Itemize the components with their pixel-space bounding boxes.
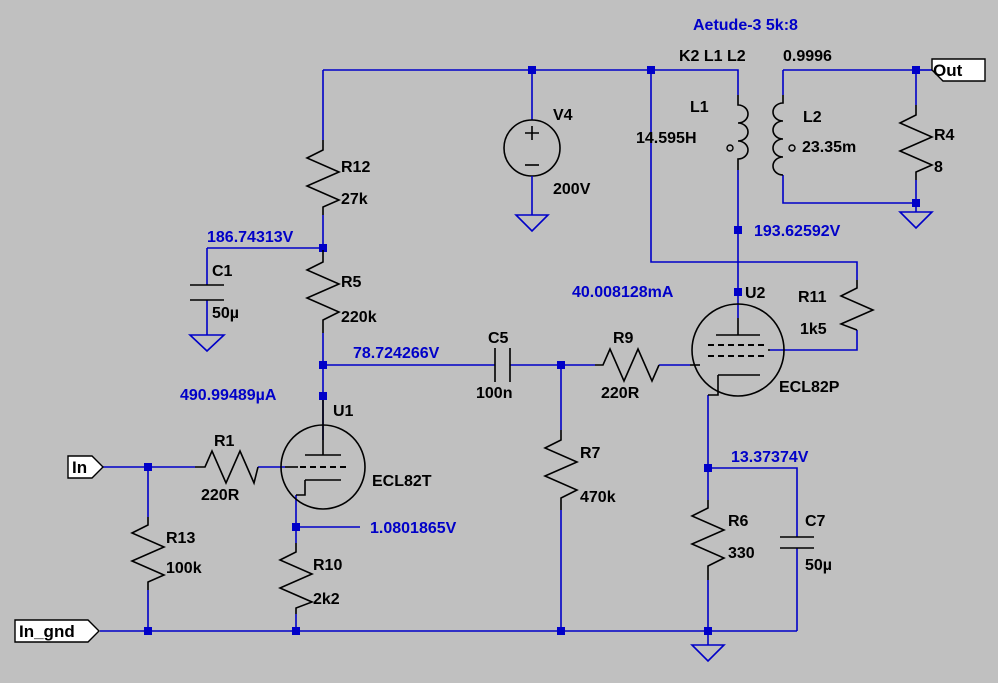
resistor-r5[interactable] <box>305 250 341 333</box>
r9-name: R9 <box>613 330 634 347</box>
r13-name: R13 <box>166 530 195 547</box>
resistor-r11[interactable] <box>838 280 875 331</box>
r1-value: 220R <box>201 487 240 504</box>
r4-value: 8 <box>934 159 943 176</box>
c7-value: 50µ <box>805 557 832 574</box>
port-in-gnd-label: In_gnd <box>19 622 75 641</box>
resistor-r4[interactable] <box>898 105 934 180</box>
r12-name: R12 <box>341 159 370 176</box>
resistor-r7[interactable] <box>543 430 579 510</box>
resistor-r9[interactable] <box>595 347 660 383</box>
resistor-r12[interactable] <box>305 140 341 215</box>
schematic-title: Aetude-3 5k:8 <box>693 17 798 34</box>
coupling-label: K2 L1 L2 <box>679 48 746 65</box>
r1-name: R1 <box>214 433 235 450</box>
ground-icon <box>187 211 934 663</box>
port-out[interactable]: Out <box>931 58 986 82</box>
capacitor-c7[interactable] <box>780 536 814 549</box>
voltage-source-v4[interactable] <box>503 119 561 215</box>
probe-cathode-u1: 1.0801865V <box>370 520 457 537</box>
resistor-r1[interactable] <box>195 449 259 486</box>
l1-value: 14.595H <box>636 130 697 147</box>
r7-name: R7 <box>580 445 601 462</box>
u1-value: ECL82T <box>372 473 432 490</box>
tube-u1[interactable] <box>280 400 366 510</box>
probe-i-u2: 40.008128mA <box>572 284 674 301</box>
r4-name: R4 <box>934 127 955 144</box>
v4-name: V4 <box>553 107 573 124</box>
l2-value: 23.35m <box>802 139 856 156</box>
inductor-l2[interactable] <box>772 95 796 176</box>
resistor-r10[interactable] <box>278 543 315 614</box>
l1-name: L1 <box>690 99 709 116</box>
resistor-r6[interactable] <box>690 500 726 580</box>
port-out-label: Out <box>933 61 963 80</box>
port-in[interactable]: In <box>67 455 104 479</box>
r6-name: R6 <box>728 513 749 530</box>
capacitor-c1[interactable] <box>190 284 224 301</box>
r13-value: 100k <box>166 560 202 577</box>
c7-name: C7 <box>805 513 826 530</box>
resistor-r13[interactable] <box>130 517 166 590</box>
probe-i-u1: 490.99489µA <box>180 387 277 404</box>
probe-node-c1: 186.74313V <box>207 229 294 246</box>
probe-cathode-u2: 13.37374V <box>731 449 809 466</box>
u1-name: U1 <box>333 403 354 420</box>
u2-name: U2 <box>745 285 766 302</box>
capacitor-c5[interactable] <box>494 348 511 382</box>
r6-value: 330 <box>728 545 755 562</box>
port-in-label: In <box>72 458 87 477</box>
u2-value: ECL82P <box>779 379 840 396</box>
l2-name: L2 <box>803 109 822 126</box>
r5-value: 220k <box>341 309 377 326</box>
tube-u2[interactable] <box>690 303 785 397</box>
probe-node-c5: 78.724266V <box>353 345 440 362</box>
c1-name: C1 <box>212 263 233 280</box>
r5-name: R5 <box>341 274 362 291</box>
probe-plate-u2: 193.62592V <box>754 223 841 240</box>
r10-name: R10 <box>313 557 342 574</box>
port-in-gnd[interactable]: In_gnd <box>14 619 100 643</box>
r7-value: 470k <box>580 489 616 506</box>
r9-value: 220R <box>601 385 640 402</box>
r11-name: R11 <box>798 289 827 306</box>
c5-value: 100n <box>476 385 512 402</box>
coupling-value: 0.9996 <box>783 48 832 65</box>
inductor-l1[interactable] <box>726 95 749 170</box>
r10-value: 2k2 <box>313 591 340 608</box>
c5-name: C5 <box>488 330 509 347</box>
v4-value: 200V <box>553 181 591 198</box>
r12-value: 27k <box>341 191 368 208</box>
r11-value: 1k5 <box>800 321 827 338</box>
c1-value: 50µ <box>212 305 239 322</box>
wires <box>100 69 932 645</box>
junctions <box>144 66 920 635</box>
